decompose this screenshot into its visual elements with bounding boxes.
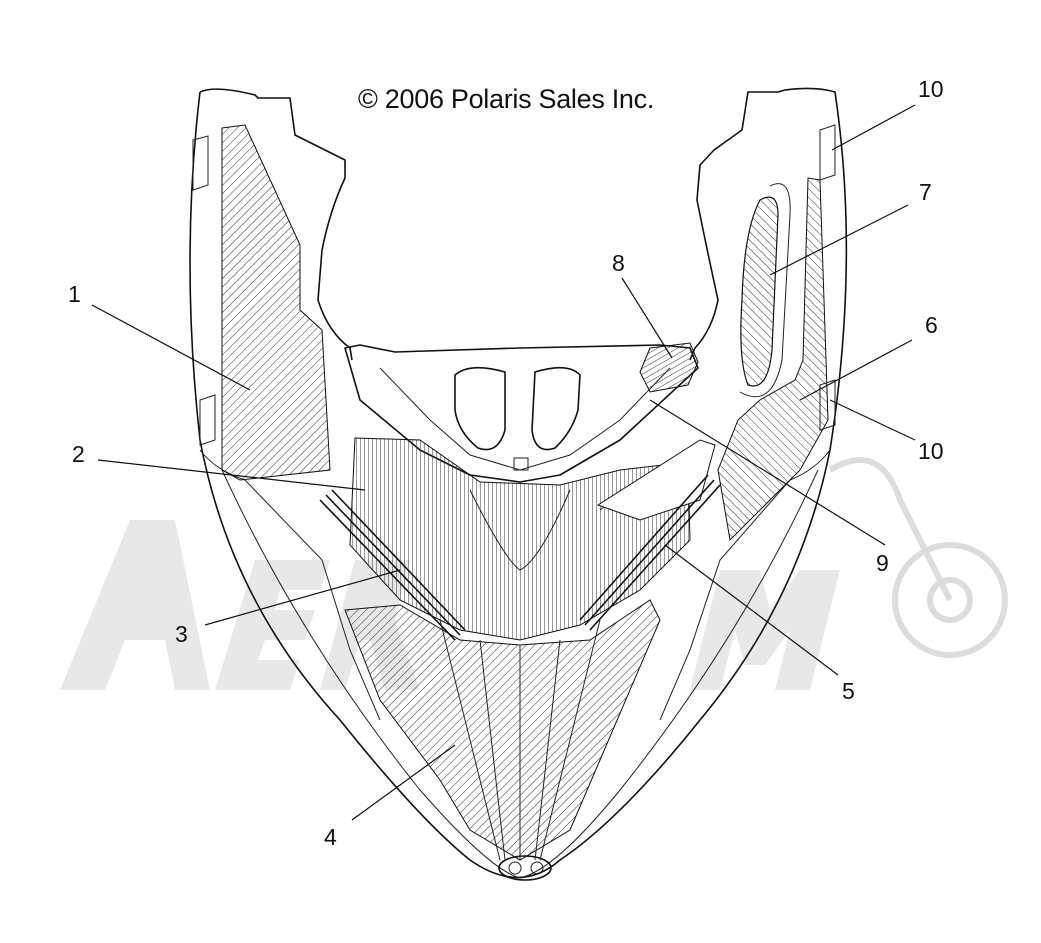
leader-4: [351, 744, 456, 821]
decal-7: [740, 196, 779, 387]
leader-10-upper: [831, 104, 916, 151]
decal-8: [639, 342, 699, 393]
vent-10-upper: [819, 124, 836, 181]
decal-1: [221, 124, 331, 481]
leader-6: [799, 339, 913, 401]
decal-6: [717, 177, 829, 542]
callout-4: 4: [324, 824, 337, 850]
decal-2: [349, 437, 691, 641]
callout-2: 2: [72, 441, 85, 467]
leader-lines: [91, 104, 916, 821]
leader-9: [649, 399, 886, 546]
callout-8: 8: [612, 250, 625, 276]
leader-8: [621, 277, 673, 359]
hood-body: [189, 87, 848, 881]
leader-2: [97, 459, 366, 491]
vent-10-lower: [819, 379, 836, 431]
callout-3: 3: [175, 621, 188, 647]
callout-1: 1: [68, 281, 81, 307]
leader-5: [664, 544, 839, 676]
leader-3: [204, 569, 401, 626]
copyright-notice: © 2006 Polaris Sales Inc.: [358, 84, 655, 114]
leader-7: [769, 204, 909, 276]
callout-9: 9: [876, 550, 889, 576]
callout-10-upper: 10: [918, 76, 944, 102]
decal-3: [319, 489, 466, 641]
leader-1: [91, 304, 251, 391]
decal-5: [579, 474, 721, 631]
callout-10-lower: 10: [918, 438, 944, 464]
callout-6: 6: [925, 312, 938, 338]
callout-5: 5: [842, 678, 855, 704]
vent-left-upper: [192, 135, 209, 191]
leader-10-lower: [829, 399, 916, 441]
decal-4: [344, 599, 661, 861]
vent-left-lower: [199, 394, 216, 446]
callout-7: 7: [919, 179, 932, 205]
